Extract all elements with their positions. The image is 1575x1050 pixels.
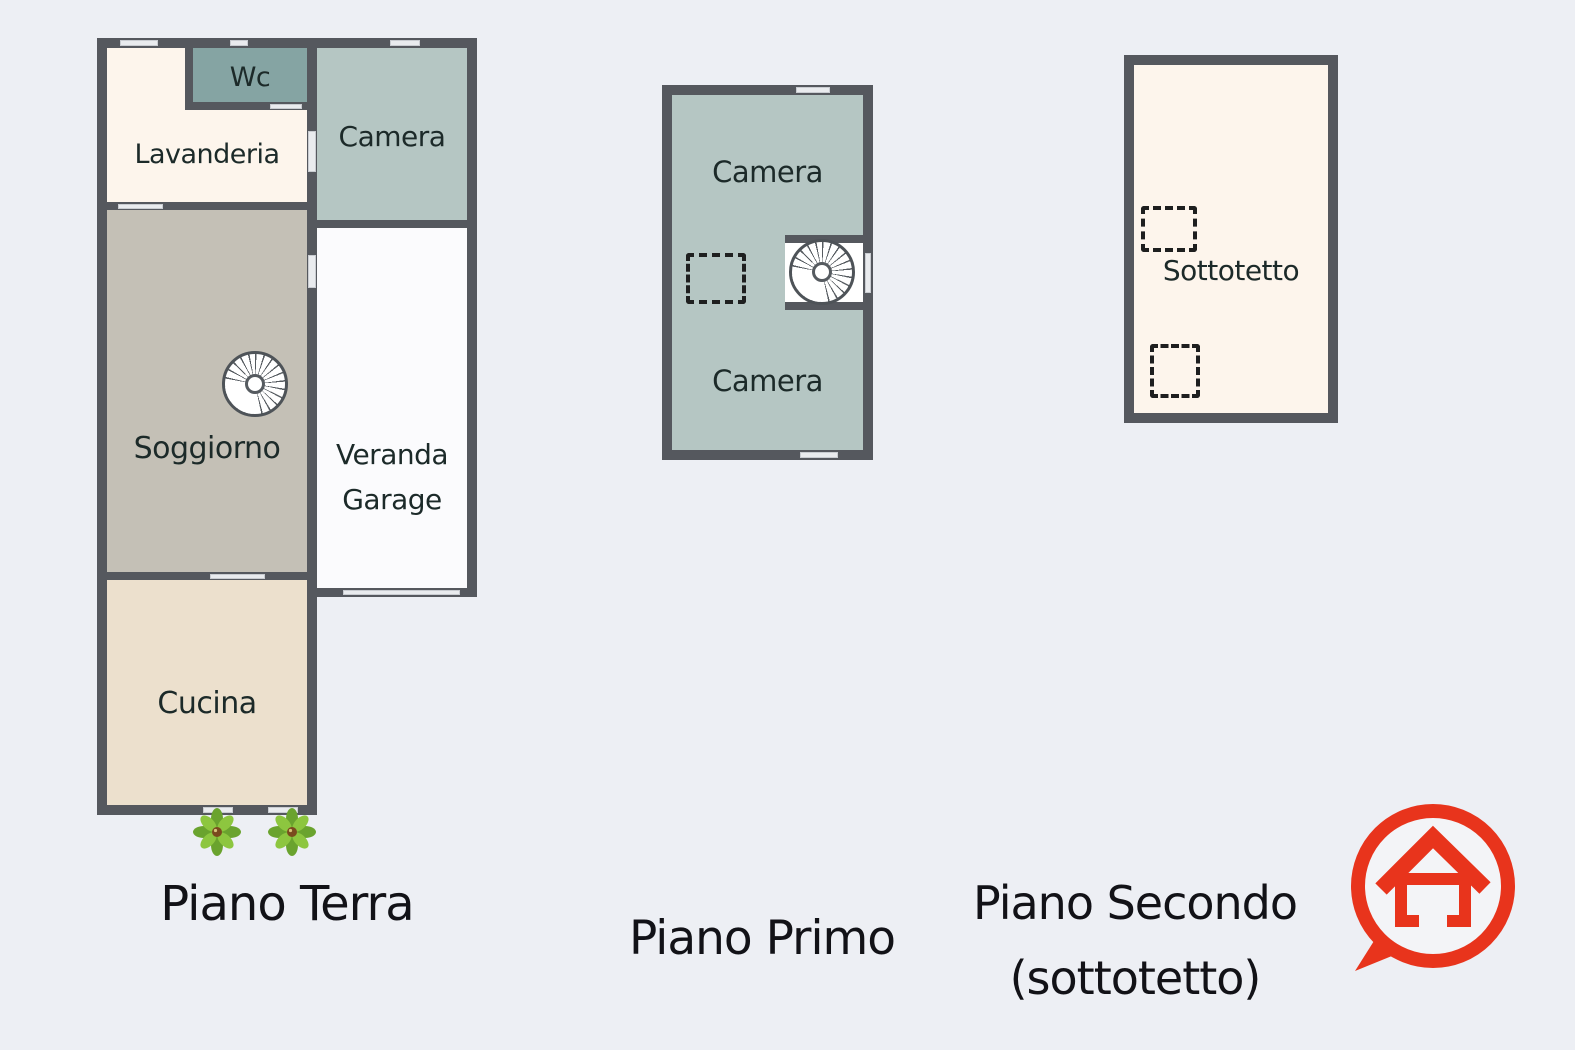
wall: [97, 202, 317, 210]
room-veranda-garage: [317, 228, 467, 588]
room-label-soggiorno: Soggiorno: [133, 431, 281, 466]
room-label-wc: Wc: [229, 62, 271, 93]
door-opening: [270, 104, 302, 109]
wall: [307, 38, 317, 815]
plant-icon: [193, 808, 241, 856]
wall: [1124, 55, 1134, 423]
skylight-dashed-rect: [686, 253, 746, 304]
room-wc: [193, 48, 307, 102]
room-cucina: [107, 580, 307, 805]
window: [390, 40, 420, 46]
wall: [307, 220, 477, 228]
window: [865, 253, 871, 293]
wall: [467, 38, 477, 597]
room-label-veranda-line1: Veranda: [335, 438, 449, 471]
room-label-lavanderia: Lavanderia: [134, 139, 280, 170]
room-label-sottotetto: Sottotetto: [1162, 254, 1300, 287]
wall: [1124, 413, 1338, 423]
window: [268, 807, 298, 813]
skylight-dashed-rect: [1141, 206, 1197, 252]
room-label-camera-sud: Camera: [712, 364, 823, 398]
wall: [785, 302, 873, 310]
door-opening: [210, 574, 265, 579]
spiral-stairs-icon: [789, 239, 855, 305]
door-opening: [308, 255, 316, 288]
floorplan-piano-primo: Camera Camera: [662, 85, 873, 460]
door-opening: [308, 131, 316, 172]
caption-piano-secondo-line2: (sottotetto): [1009, 950, 1262, 1005]
window: [230, 40, 248, 46]
wall: [97, 572, 317, 580]
room-label-veranda-line2: Garage: [342, 483, 442, 516]
skylight-dashed-rect: [1150, 344, 1200, 398]
room-label-cucina: Cucina: [157, 686, 257, 721]
room-camera-terra: [317, 48, 467, 220]
caption-piano-secondo: Piano Secondo (sottotetto): [935, 866, 1335, 1015]
caption-piano-secondo-line1: Piano Secondo: [972, 876, 1298, 930]
window: [120, 40, 158, 46]
wall: [1124, 55, 1338, 65]
wall: [97, 38, 477, 48]
room-label-camera-terra: Camera: [338, 120, 446, 153]
room-label-camera-nord: Camera: [712, 155, 823, 189]
house-bubble-logo-icon: [1351, 804, 1515, 971]
window: [343, 590, 460, 595]
room-sottotetto: [1134, 65, 1328, 413]
caption-piano-primo: Piano Primo: [628, 911, 896, 966]
wall: [1328, 55, 1338, 423]
plant-icon: [268, 808, 316, 856]
wall: [185, 45, 193, 110]
wall: [662, 85, 672, 460]
window: [796, 87, 830, 93]
wall: [97, 38, 107, 815]
room-label-veranda: Veranda Garage: [317, 432, 467, 522]
wall: [185, 102, 312, 110]
window: [118, 204, 163, 209]
floorplan-piano-secondo: Sottotetto: [1124, 55, 1338, 423]
wall: [662, 85, 873, 95]
wall: [662, 450, 873, 460]
caption-piano-terra: Piano Terra: [160, 876, 414, 932]
floorplan-piano-terra: Wc Lavanderia Camera Soggiorno Veranda G…: [97, 38, 477, 815]
spiral-stairs-icon: [222, 351, 288, 417]
window: [800, 452, 838, 458]
